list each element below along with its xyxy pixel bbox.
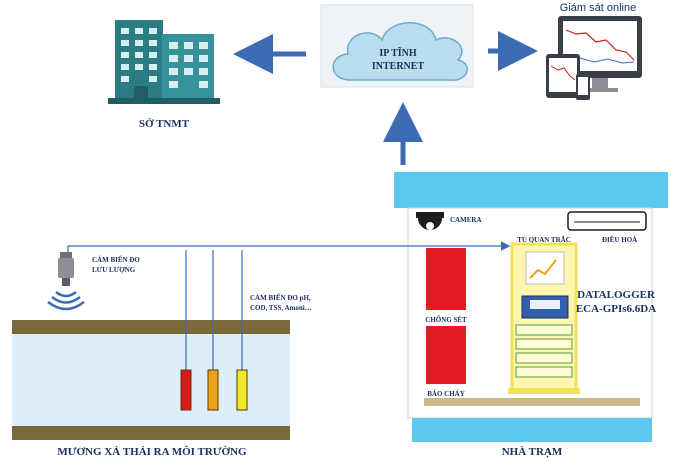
station-roof [394, 172, 668, 208]
cloud-icon [320, 4, 474, 88]
so-tnmt-label: SỞ TNMT [139, 118, 190, 130]
lightning-protection-box [426, 248, 466, 310]
fire-alarm-box [426, 326, 466, 384]
fire-alarm-label: BÁO CHÁY [427, 390, 465, 398]
air-conditioner-icon [567, 211, 647, 231]
station-floor [424, 398, 640, 406]
cod-probe [207, 369, 219, 411]
station-label: NHÀ TRẠM [502, 446, 563, 458]
sensor-signal-line [67, 241, 511, 252]
flow-sensor-label-2: LƯU LƯỢNG [92, 266, 136, 274]
ph-probe [180, 369, 192, 411]
datalogger-label: DATALOGGER [577, 289, 656, 301]
cloud-ip-label: IP TĨNH [379, 47, 417, 59]
channel-bottom-wall [12, 426, 290, 440]
flow-sensor-label: CẢM BIẾN ĐO [92, 256, 140, 264]
station-base [412, 418, 652, 442]
air-conditioner-label: ĐIỀU HOÀ [602, 236, 637, 244]
channel-top-wall [12, 320, 290, 334]
camera-label: CAMERA [450, 216, 482, 224]
flow-sensor-icon [47, 252, 85, 311]
online-monitoring-label: Giám sát online [560, 2, 636, 14]
channel-water [12, 334, 290, 426]
channel-label: MƯƠNG XẢ THẢI RA MÔI TRƯỜNG [57, 445, 247, 458]
tss-probe [236, 369, 248, 411]
quality-sensor-label-2: COD, TSS, Amoni… [250, 304, 312, 312]
cabinet-label: TỦ QUAN TRẮC [517, 236, 571, 244]
camera-icon [416, 212, 444, 230]
quality-sensor-label: CẢM BIẾN ĐO pH, [250, 294, 311, 302]
cloud-internet-label: INTERNET [372, 61, 425, 72]
lightning-protection-label: CHỐNG SÉT [425, 316, 467, 324]
datalogger-model-label: ECA-GPIs6.6DA [576, 303, 656, 315]
monitoring-cabinet [508, 242, 580, 394]
office-building-icon [108, 20, 220, 104]
monitor-devices-icon [546, 16, 642, 100]
